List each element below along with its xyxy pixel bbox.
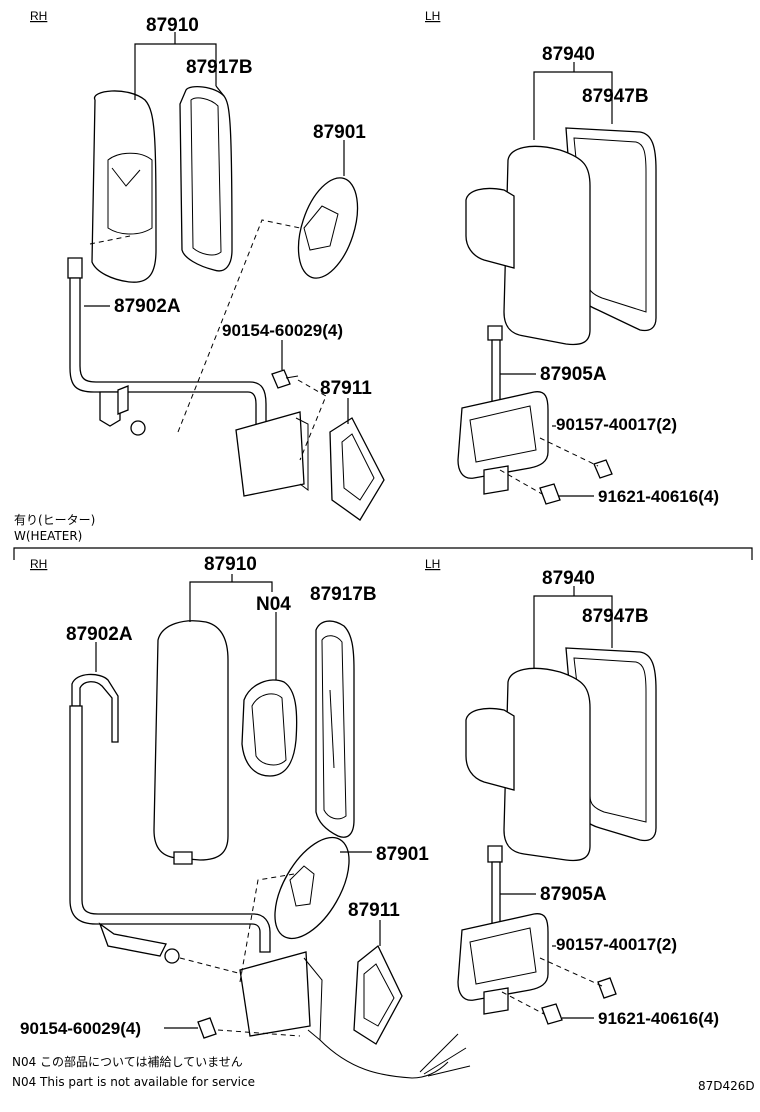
top-lh-leader (533, 71, 613, 140)
top-rh-part-87902a: 87902A (114, 296, 181, 317)
bottom-rh-dashline (239, 873, 295, 983)
top-rh-screw-icon (271, 369, 299, 389)
top-rh-part-87917b: 87917B (186, 57, 253, 78)
top-lh-bolt-icon (539, 483, 561, 505)
bottom-rh-part-87911: 87911 (348, 900, 400, 921)
bottom-rh-heater (241, 679, 298, 777)
bottom-rh-part-87901: 87901 (376, 844, 429, 865)
top-rh-mirror (297, 177, 359, 279)
note-n04-ja: N04 この部品については補給していません (12, 1054, 243, 1069)
bottom-lh-part-87940: 87940 (542, 568, 595, 589)
bottom-lh-bolt-icon (541, 1003, 563, 1025)
top-rh-mirror-body (91, 90, 157, 283)
bottom-rh-part-87902a: 87902A (66, 624, 133, 645)
top-lh-part-87940: 87940 (542, 44, 595, 65)
top-lh-stay (457, 325, 549, 495)
bottom-lh-leader (533, 595, 613, 668)
section-divider (13, 547, 753, 560)
bottom-rh-leader (189, 581, 273, 622)
top-rh-dashline (177, 219, 301, 433)
top-rh-dashline (89, 235, 131, 245)
note-n04-en: N04 This part is not available for servi… (12, 1075, 255, 1089)
top-lh-part-87947b: 87947B (582, 86, 649, 107)
bottom-rh-mirror (274, 836, 350, 940)
bottom-lh-label: LH (425, 557, 440, 571)
top-lh-part-90157: 90157-40017(2) (556, 415, 677, 434)
bottom-lh-dashline (539, 957, 603, 987)
bottom-lh-mirror-body (465, 667, 591, 862)
bottom-rh-part-90154: 90154-60029(4) (20, 1019, 141, 1038)
top-lh-screw-icon (593, 459, 613, 479)
drawing-code: 87D426D (698, 1079, 755, 1093)
bottom-rh-part-87910: 87910 (204, 554, 257, 575)
top-rh-part-87901: 87901 (313, 122, 366, 143)
bottom-rh-dashline (217, 1029, 301, 1037)
bottom-rh-stay (69, 673, 271, 964)
top-rh-frame (179, 85, 233, 272)
bottom-lh-part-91621: 91621-40616(4) (598, 1009, 719, 1028)
top-lh-part-87905a: 87905A (540, 364, 607, 385)
top-rh-leader (215, 85, 225, 97)
top-lh-dashline (499, 469, 543, 495)
bottom-lh-stay (457, 845, 549, 1015)
top-rh-part-90154: 90154-60029(4) (222, 321, 343, 340)
top-rh-label: RH (30, 9, 47, 23)
bottom-rh-screw-icon (197, 1017, 217, 1039)
top-lh-mirror-body (465, 145, 591, 346)
bottom-rh-cover (239, 944, 471, 1079)
bottom-rh-dashline (179, 957, 243, 975)
heater-label-ja: 有り(ヒーター) (14, 513, 95, 527)
top-rh-stay (67, 257, 267, 436)
bottom-rh-frame (315, 620, 355, 838)
bottom-rh-part-87917b: 87917B (310, 584, 377, 605)
bottom-rh-mirror-body (153, 620, 229, 865)
top-lh-label: LH (425, 9, 440, 23)
bottom-lh-screw-icon (597, 977, 617, 999)
bottom-rh-label: RH (30, 557, 47, 571)
top-rh-part-87911: 87911 (320, 378, 372, 399)
top-rh-cover (235, 411, 385, 521)
bottom-lh-dashline (501, 991, 545, 1015)
bottom-rh-part-n04: N04 (256, 594, 291, 615)
top-rh-dashline (297, 379, 327, 461)
top-lh-dashline (539, 437, 599, 467)
bottom-lh-part-87947b: 87947B (582, 606, 649, 627)
bottom-lh-part-87905a: 87905A (540, 884, 607, 905)
top-rh-part-87910: 87910 (146, 15, 199, 36)
top-lh-part-91621: 91621-40616(4) (598, 487, 719, 506)
heater-label-en: W(HEATER) (14, 529, 82, 543)
bottom-lh-part-90157: 90157-40017(2) (556, 935, 677, 954)
